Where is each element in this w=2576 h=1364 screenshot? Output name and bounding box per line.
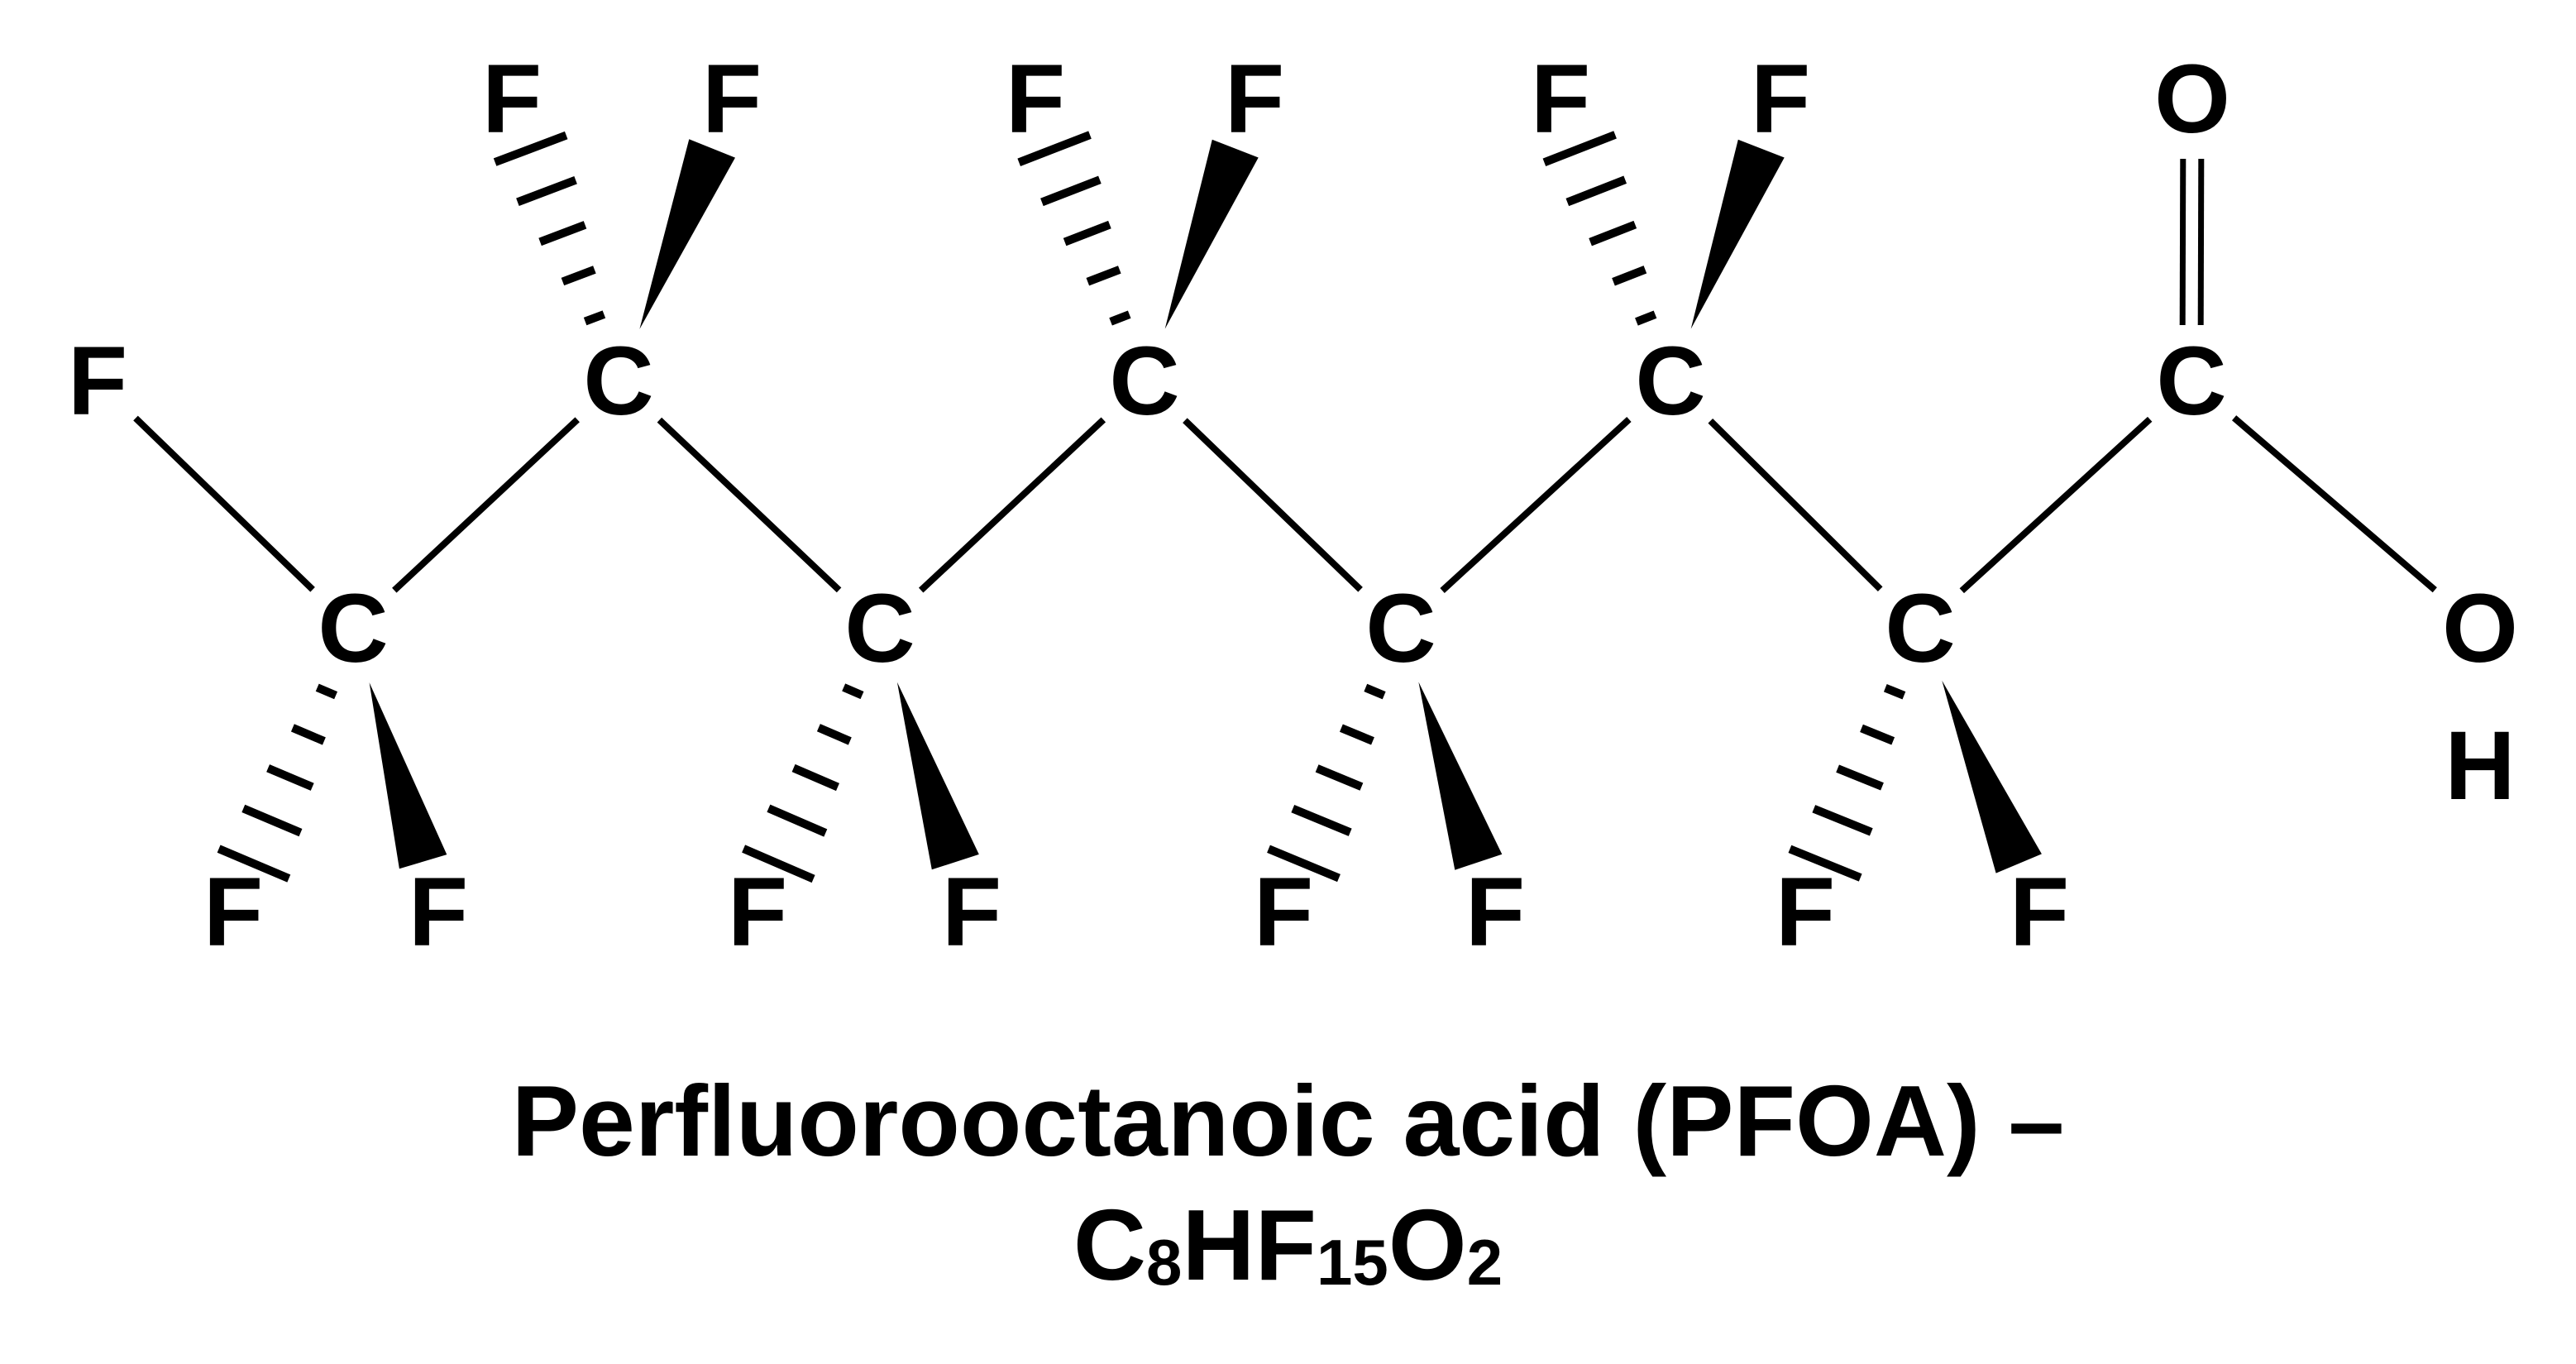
bond-c7-f7a-hash-3 <box>1836 764 1884 791</box>
bond-f0-c1 <box>133 415 315 592</box>
formula-carbon: C <box>1073 1189 1146 1301</box>
bond-c5-f5a-hash-2 <box>1339 724 1374 745</box>
bond-c4-f4a-hash-1 <box>1109 310 1131 326</box>
bond-c6-f6a-hash-2 <box>1612 266 1647 286</box>
bond-c3-f3b-wedge <box>896 682 979 870</box>
atom-label-h1: H <box>2445 711 2515 821</box>
atom-label-f7b: F <box>2010 858 2069 967</box>
atom-label-f2a: F <box>482 45 542 154</box>
bond-c2-f2a-hash-5 <box>493 131 568 166</box>
bond-c7-c8 <box>1959 416 2153 594</box>
atom-label-f4b: F <box>1225 45 1284 154</box>
formula-carbon-count: 8 <box>1146 1226 1183 1299</box>
bond-c3-f3a-hash-1 <box>842 683 864 700</box>
formula-hf: HF <box>1182 1189 1317 1301</box>
bond-c2-f2a-hash-2 <box>561 266 596 286</box>
bond-c1-f1a-hash-4 <box>241 804 303 837</box>
bond-c1-c2 <box>392 417 580 593</box>
bond-c4-f4a-hash-3 <box>1063 220 1111 246</box>
atom-label-f3b: F <box>942 858 1001 967</box>
atom-label-c1: C <box>318 574 388 683</box>
bond-c1-f1a-hash-3 <box>266 764 314 791</box>
bond-c4-f4b-wedge <box>1164 139 1259 329</box>
molecular-formula: C8HF15O2 <box>0 1183 2576 1307</box>
bond-c2-f2b-wedge <box>639 139 735 329</box>
atom-label-f3a: F <box>728 858 787 967</box>
bond-c2-c3 <box>657 417 842 593</box>
compound-name: Perfluorooctanoic acid (PFOA) – <box>0 1059 2576 1183</box>
compound-name-text: Perfluorooctanoic acid (PFOA) – <box>511 1065 2065 1177</box>
atom-label-f6b: F <box>1751 45 1810 154</box>
atom-label-f7a: F <box>1775 858 1835 967</box>
bond-c4-f4a-hash-4 <box>1040 175 1102 207</box>
bond-c5-f5a-hash-4 <box>1291 804 1352 836</box>
atom-label-f5a: F <box>1254 858 1313 967</box>
atom-label-c2: C <box>583 327 653 436</box>
atom-label-f6a: F <box>1531 45 1590 154</box>
bond-c2-f2a-hash-1 <box>583 310 606 326</box>
atom-label-f4a: F <box>1006 45 1065 154</box>
atom-label-c3: C <box>844 574 915 683</box>
bond-c2-f2a-hash-3 <box>538 221 587 246</box>
bond-c3-f3a-hash-2 <box>816 724 852 745</box>
bond-c6-c7 <box>1708 418 1883 592</box>
bond-c3-c4 <box>918 417 1106 593</box>
bond-c1-f1b-wedge <box>369 682 447 869</box>
atom-label-c7: C <box>1885 574 1955 683</box>
bond-c7-f7a-hash-2 <box>1860 724 1895 745</box>
atom-label-o2: O <box>2442 574 2518 683</box>
bond-c7-f7a-hash-4 <box>1812 805 1873 836</box>
bond-c1-f1a-hash-1 <box>315 683 338 700</box>
atom-label-f2b: F <box>702 45 762 154</box>
atom-label-f1a: F <box>203 858 263 967</box>
bond-c7-f7a-hash-5 <box>1788 845 1862 882</box>
formula-oxygen: O <box>1388 1189 1467 1301</box>
bond-c5-f5b-wedge <box>1418 682 1503 870</box>
atom-label-f0: F <box>68 327 127 436</box>
bond-c1-f1a-hash-5 <box>217 845 291 883</box>
bond-c4-f4a-hash-5 <box>1017 131 1092 166</box>
bond-c4-c5 <box>1183 418 1363 592</box>
bond-c1-f1a-hash-2 <box>290 724 326 745</box>
bond-c5-f5a-hash-3 <box>1315 764 1364 791</box>
bond-c8-o1-b <box>2179 158 2186 326</box>
atom-label-o1: O <box>2154 45 2230 154</box>
bond-c3-f3a-hash-3 <box>791 763 839 792</box>
bond-c5-f5a-hash-1 <box>1364 683 1386 700</box>
bond-c6-f6a-hash-4 <box>1565 175 1627 207</box>
bond-c8-o2 <box>2231 415 2437 593</box>
bond-c6-f6a-hash-3 <box>1589 220 1637 246</box>
bond-c3-f3a-hash-4 <box>767 804 828 837</box>
bond-c7-f7b-wedge <box>1942 680 2042 873</box>
bond-c6-f6a-hash-5 <box>1542 131 1617 166</box>
atom-label-f5b: F <box>1465 858 1525 967</box>
atom-label-c6: C <box>1635 327 1705 436</box>
bond-c7-f7a-hash-1 <box>1883 684 1906 700</box>
bond-c4-f4a-hash-2 <box>1086 266 1121 286</box>
atom-label-c4: C <box>1109 327 1179 436</box>
bond-c6-f6a-hash-1 <box>1635 310 1657 326</box>
atom-label-f1b: F <box>409 858 468 967</box>
bond-c3-f3a-hash-5 <box>742 845 815 883</box>
bond-c5-f5a-hash-5 <box>1267 845 1341 883</box>
formula-fluorine-count: 15 <box>1317 1226 1388 1299</box>
formula-oxygen-count: 2 <box>1466 1226 1503 1299</box>
atom-label-c5: C <box>1365 574 1436 683</box>
bond-c6-f6b-wedge <box>1690 139 1785 329</box>
bond-c2-f2a-hash-4 <box>516 176 577 206</box>
atom-label-c8: C <box>2156 327 2226 436</box>
bond-layer <box>133 131 2437 883</box>
bond-c5-c6 <box>1440 417 1632 593</box>
